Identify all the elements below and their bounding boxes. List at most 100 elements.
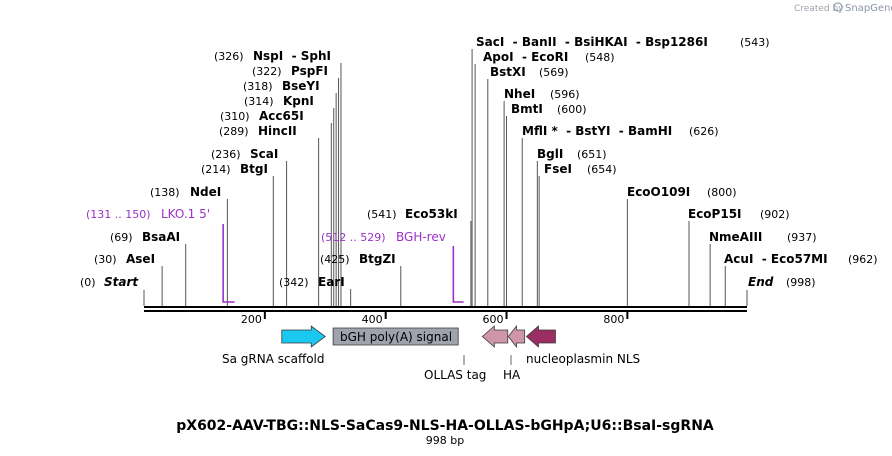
primer-label: LKO.1 5' [161,207,210,221]
sequence-backbone [144,306,747,312]
site-label: EcoP15I [688,207,742,221]
site-pos: (800) [707,186,737,199]
site-pos: (654) [587,163,617,176]
site-label: EcoO109I [627,185,690,199]
site-pos: (214) [201,163,231,176]
site-acc65i: (310) Acc65I [220,109,304,123]
site-bgli: BglI (651) [537,147,607,161]
site-pos: (314) [244,95,274,108]
feature-ollas-tag [481,325,509,348]
site-pos: (30) [94,253,117,266]
ruler-tick-label: 400 [362,313,383,326]
site-nmeaiii: NmeAIII (937) [709,230,817,244]
feature-nucleoplasmin-nls [525,325,556,348]
site-label: Eco53kI [405,207,458,221]
feature-label-ha: HA [503,368,521,382]
ruler-tick-label: 600 [483,313,504,326]
site-pos: (318) [243,80,273,93]
site-label: ScaI [250,147,278,161]
site-label: FseI [544,162,572,176]
site-mfli-group: MflI * - BstYI - BamHI (626) [522,124,719,138]
feature-label-sa-grna-scaffold: Sa gRNA scaffold [222,352,325,366]
site-pos: (289) [219,125,249,138]
site-label: NdeI [190,185,221,199]
ruler-tick-label: 800 [603,313,624,326]
site-pos: (236) [211,148,241,161]
site-pos: (326) [214,50,244,63]
feature-label-nucleoplasmin-nls: nucleoplasmin NLS [526,352,640,366]
site-asei: (30) AseI [94,252,155,266]
primer-mark-bghrev [452,246,464,303]
site-ecop15i: EcoP15I (902) [688,207,790,221]
features [281,324,556,349]
site-eari: (342) EarI [279,275,345,289]
feature-bgh-polya-signal [332,327,459,346]
site-bmti: BmtI (600) [511,102,587,116]
site-pos: (962) [848,253,878,266]
feature-ha [507,324,526,349]
site-label: EarI [318,275,345,289]
site-fsei: FseI (654) [544,162,617,176]
site-pos: (425) [320,253,350,266]
site-pspfi: (322) PspFI [252,64,328,78]
site-pos: (69) [110,231,133,244]
site-label: AcuI - Eco57MI [724,252,828,266]
site-label: ApoI - EcoRI [483,50,568,64]
site-pos: (937) [787,231,817,244]
site-label: SacI - BanII - BsiHKAI - Bsp1286I [476,35,708,49]
site-pos: (342) [279,276,309,289]
plasmid-title: pX602-AAV-TBG::NLS-SaCas9-NLS-HA-OLLAS-b… [176,418,714,434]
site-pos: (626) [689,125,719,138]
site-pos: (569) [539,66,569,79]
site-label: BglI [537,147,563,161]
primer-marks [222,224,464,303]
site-ndei: (138) NdeI [150,185,221,199]
site-label: HincII [258,124,297,138]
site-apoi-ecori: ApoI - EcoRI (548) [483,50,615,64]
feature-leader-lines [463,355,512,365]
feature-sa-grna-scaffold [281,325,326,348]
site-label: KpnI [283,94,314,108]
snapgene-logo: SnapGene [833,2,892,14]
site-pos: (600) [557,103,587,116]
site-nspi-sphi: (326) NspI - SphI [214,49,331,63]
primer-mark-lko1 [222,224,235,303]
site-label: BtgI [240,162,268,176]
site-pos: (138) [150,186,180,199]
site-label: BmtI [511,102,543,116]
ruler: 200 400 600 800 [241,312,629,326]
primer-range: (512 .. 529) [321,231,386,244]
site-label: PspFI [291,64,328,78]
site-pos: (548) [585,51,615,64]
site-label: NmeAIII [709,230,762,244]
site-label: Acc65I [259,109,304,123]
site-acui-eco57mi: AcuI - Eco57MI (962) [724,252,878,266]
site-pos: (310) [220,110,250,123]
primer-bghrev-label: (512 .. 529) BGH-rev [321,230,446,244]
site-scai: (236) ScaI [211,147,278,161]
end-marker: End (998) [748,275,816,289]
primer-label: BGH-rev [396,230,446,244]
start-marker: (0) Start [80,275,139,289]
snapgene-brand-text: SnapGene [845,3,892,14]
site-eco0109i: EcoO109I (800) [627,185,737,199]
plasmid-length: 998 bp [426,434,464,447]
end-label: End [748,275,774,289]
site-label: BtgZI [359,252,396,266]
site-pos: (543) [740,36,770,49]
site-eco53ki: (541) Eco53kI [367,207,458,221]
site-nhei: NheI (596) [504,87,580,101]
end-pos: (998) [786,276,816,289]
primer-lko1-label: (131 .. 150) LKO.1 5' [86,207,210,221]
ruler-tick-label: 200 [241,313,262,326]
site-lines [143,49,748,306]
site-bsaai: (69) BsaAI [110,230,180,244]
site-pos: (541) [367,208,397,221]
site-label: BstXI [490,65,526,79]
site-pos: (651) [577,148,607,161]
site-btgi: (214) BtgI [201,162,268,176]
site-saci-group: SacI - BanII - BsiHKAI - Bsp1286I (543) [476,35,770,49]
feature-label-ollas-tag: OLLAS tag [424,368,486,382]
site-btgzi: (425) BtgZI [320,252,396,266]
site-label: MflI * - BstYI - BamHI [522,124,672,138]
